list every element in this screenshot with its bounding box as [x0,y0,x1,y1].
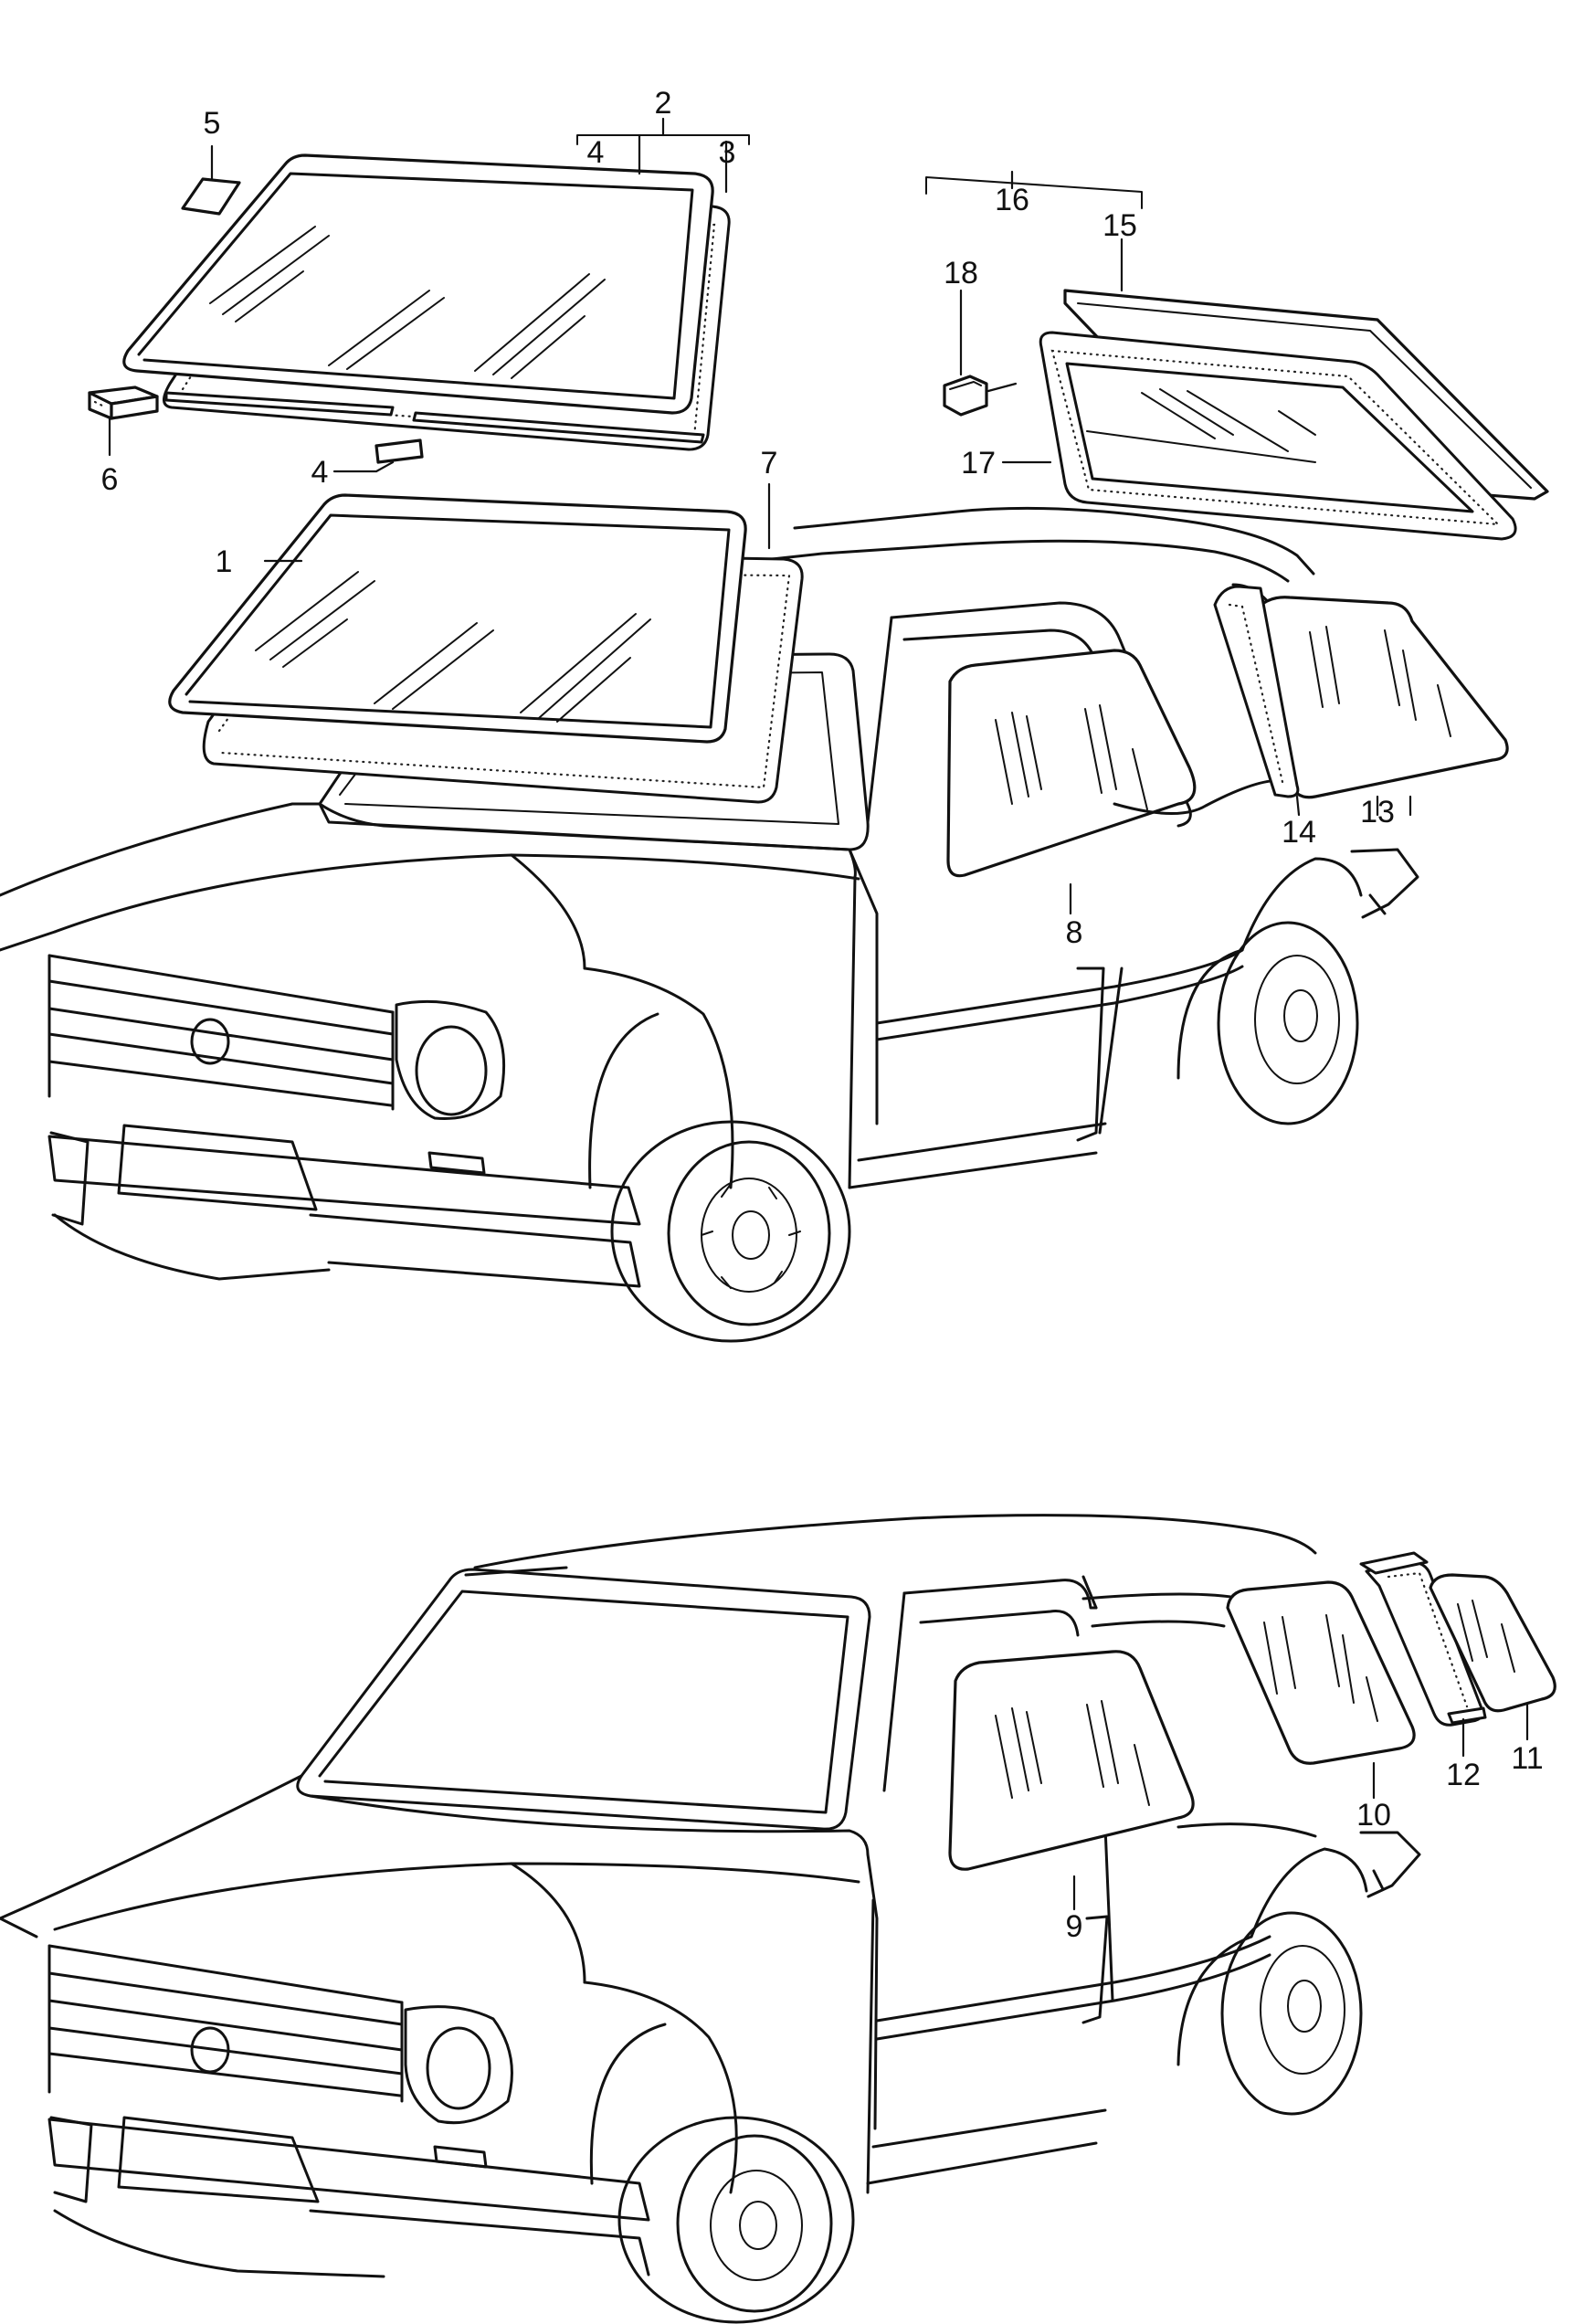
part-4-clip [375,438,424,464]
part-5-pad [181,177,241,216]
callout-11: 11 [1511,1741,1543,1776]
car-top-grille [47,954,395,1111]
callout-5: 5 [204,106,221,141]
windscreen-glass-part-1 [168,493,747,744]
callout-14: 14 [1282,815,1316,850]
door-glass-part-9 [948,1650,1195,1871]
quarter-glass-reflection-marks [1086,388,1316,463]
badge-icon-bottom [190,2026,230,2074]
callout-12: 12 [1446,1758,1481,1792]
quarter-seal-part-17 [1039,331,1517,541]
quarter-glass-part-11 [1429,1573,1556,1713]
part-18-clip [943,375,988,417]
car-top-outline [0,482,1509,1343]
windscreen-glass-part-2 [122,153,714,415]
callout-15: 15 [1103,208,1137,243]
callout-9: 9 [1066,1909,1083,1944]
callout-10: 10 [1356,1798,1391,1833]
badge-icon [190,1018,230,1065]
headlight-icon [415,1025,488,1116]
windscreen-reflection-marks [209,226,606,379]
front-wheel-bottom [617,2116,855,2324]
rear-wheel-bottom [1220,1911,1363,2116]
part-6-block [88,386,159,420]
rear-quarter-assembly-exploded [925,170,1549,541]
callout-4-top: 4 [587,135,605,170]
car-bottom-grille [47,1944,404,2103]
callout-2: 2 [655,86,672,121]
callout-4-clip: 4 [311,455,329,490]
callout-18: 18 [944,256,978,290]
callout-7: 7 [761,446,778,481]
rear-wheel-top [1217,921,1359,1125]
windscreen-lower-trim [164,391,395,417]
callout-3: 3 [719,135,736,170]
door-glass-part-8 [946,649,1197,878]
quarter-glass-part-13 [1257,596,1509,799]
car-bottom-outline [0,1514,1556,2324]
callout-16: 16 [995,183,1029,217]
callout-6: 6 [101,462,119,497]
headlight-icon-bottom [426,2026,491,2110]
quarter-glass-part-10 [1226,1580,1416,1765]
callout-labels: 1 2 3 4 4 5 6 7 8 9 10 11 12 13 14 15 16… [101,86,1544,1944]
callout-17: 17 [961,446,996,481]
callout-1: 1 [216,544,233,579]
quarter-seal-part-14 [1213,585,1300,798]
callout-8: 8 [1066,915,1083,950]
front-wheel-top [610,1120,851,1343]
callout-13: 13 [1360,795,1395,829]
windscreen-assembly-exploded [88,117,750,473]
